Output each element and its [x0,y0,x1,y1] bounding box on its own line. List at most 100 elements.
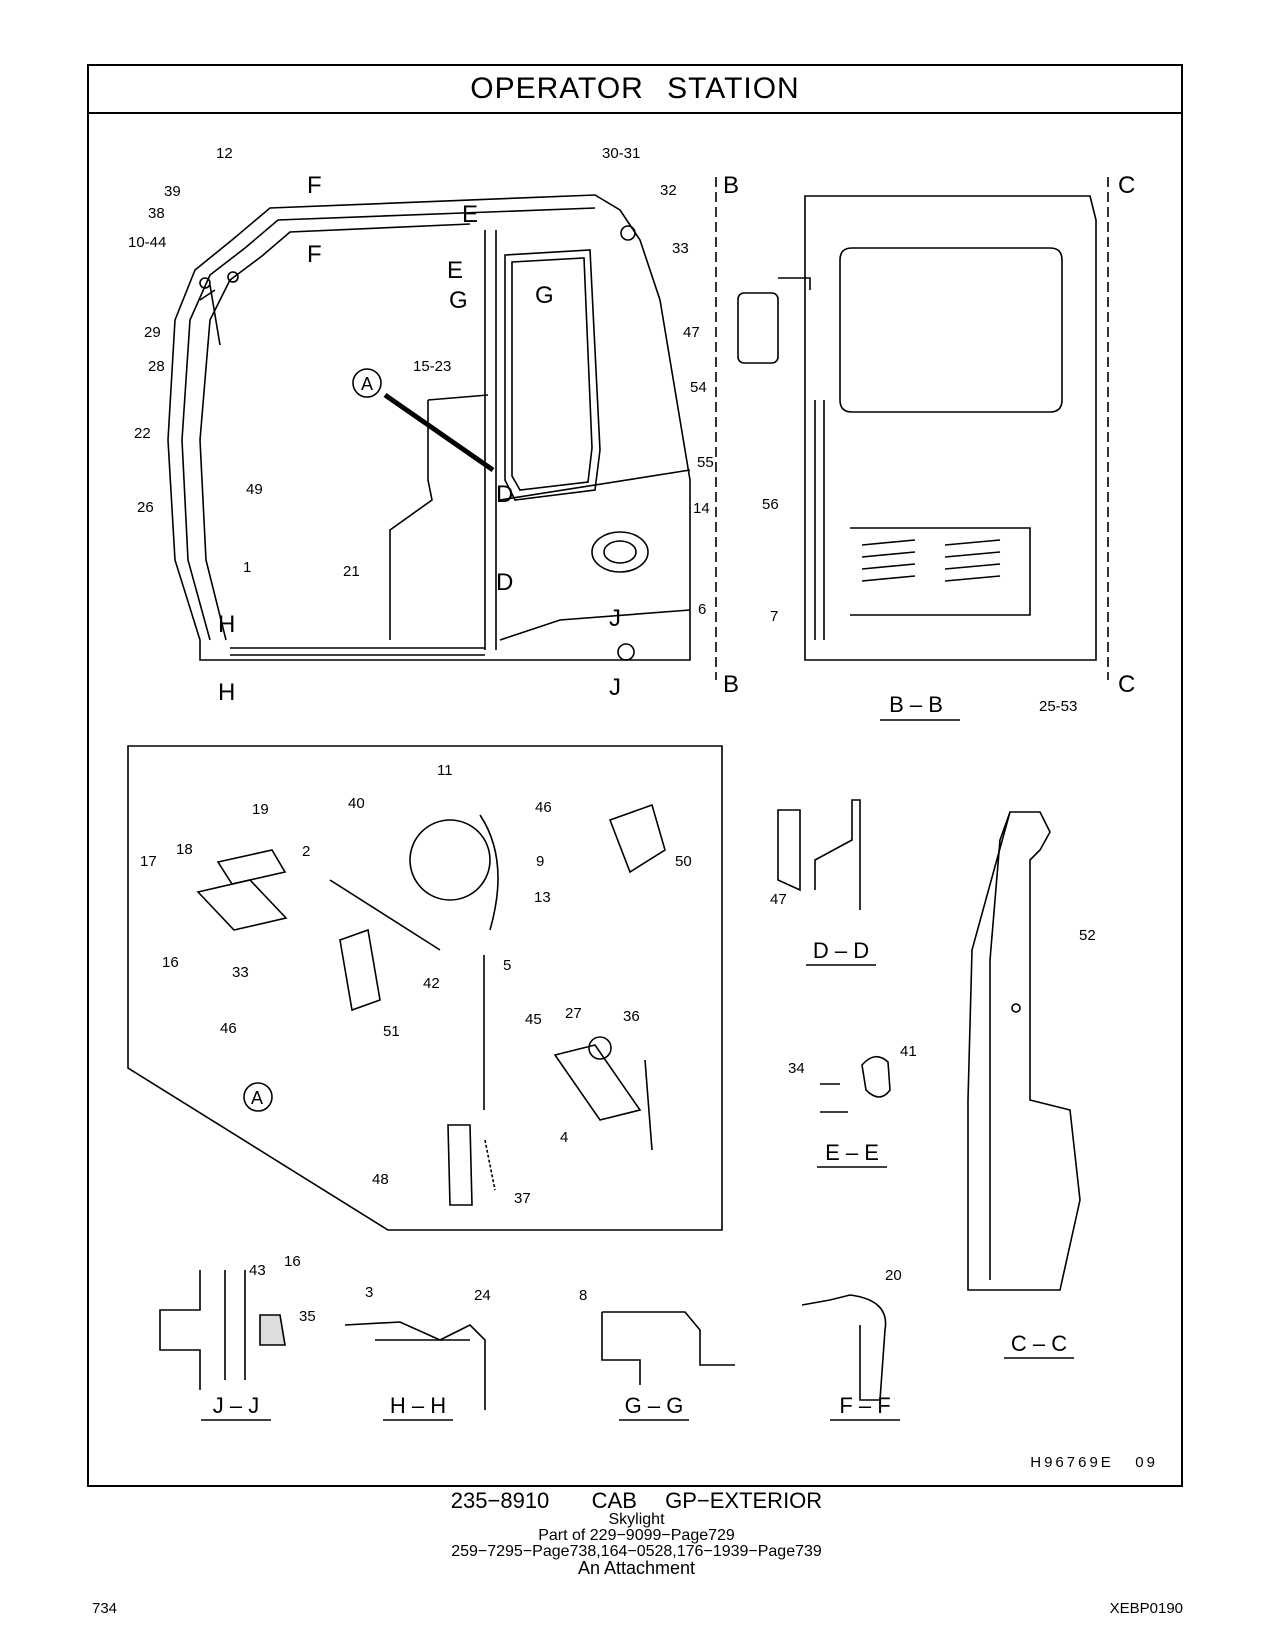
svg-text:30-31: 30-31 [602,145,640,162]
svg-text:B: B [723,172,739,199]
svg-text:4: 4 [560,1129,568,1146]
svg-text:13: 13 [534,889,551,906]
detail-a-view [127,745,723,1231]
section-bb-view [715,177,1109,680]
svg-text:42: 42 [423,975,440,992]
svg-text:10-44: 10-44 [128,234,166,251]
caption-line-3: 259−7295−Page738,164−0528,176−1939−Page7… [451,1543,822,1560]
page-number: 734 [92,1600,118,1617]
svg-text:G: G [449,287,468,314]
svg-text:34: 34 [788,1060,805,1077]
svg-text:F: F [307,241,322,268]
svg-text:17: 17 [140,853,157,870]
svg-text:45: 45 [525,1011,542,1028]
svg-text:8: 8 [579,1287,587,1304]
section-bb-callouts: 56 7 25-53 [762,496,1077,715]
bottom-section-labels: J – J H – H G – G F – F [213,1393,891,1418]
svg-text:E: E [447,257,463,284]
section-label-jj: J – J [213,1393,259,1418]
svg-text:27: 27 [565,1005,582,1022]
svg-text:48: 48 [372,1171,389,1188]
svg-text:11: 11 [437,762,453,779]
svg-text:5: 5 [503,957,511,974]
svg-text:9: 9 [536,853,544,870]
section-cc-callout: 52 [1079,927,1096,944]
svg-text:49: 49 [246,481,263,498]
caption-line-4: An Attachment [577,1558,696,1578]
svg-text:15-23: 15-23 [413,358,451,375]
caption-line-1: Skylight [608,1511,665,1528]
svg-text:28: 28 [148,358,165,375]
section-label-bb: B – B [889,692,943,717]
section-label-cc: C – C [1011,1331,1067,1356]
drawing-frame: OPERATOR STATION [87,64,1183,1487]
svg-text:1: 1 [243,559,251,576]
svg-text:43: 43 [249,1262,266,1279]
svg-text:18: 18 [176,841,193,858]
svg-text:29: 29 [144,324,161,341]
svg-text:3: 3 [365,1284,373,1301]
svg-text:25-53: 25-53 [1039,698,1077,715]
section-label-hh: H – H [390,1393,446,1418]
svg-text:33: 33 [232,964,249,981]
bottom-section-callouts: 43 16 35 3 24 8 20 [249,1253,902,1325]
section-label-ee: E – E [825,1140,879,1165]
svg-text:D: D [496,481,513,508]
svg-text:19: 19 [252,801,269,818]
svg-text:54: 54 [690,379,707,396]
svg-text:21: 21 [343,563,360,580]
illustration-id: H96769E 09 [1030,1454,1158,1471]
svg-text:A: A [251,1088,263,1108]
main-cab-view [167,194,691,661]
section-markers-main: F F E E G G D D H H J J B B C C [218,172,1135,706]
svg-text:37: 37 [514,1190,531,1207]
svg-text:26: 26 [137,499,154,516]
svg-text:H: H [218,611,235,638]
section-ee-callouts: 34 41 [788,1043,917,1077]
svg-text:41: 41 [900,1043,917,1060]
svg-text:E: E [462,201,478,228]
svg-text:7: 7 [770,608,778,625]
svg-text:C: C [1118,671,1135,698]
svg-text:55: 55 [697,454,714,471]
svg-text:38: 38 [148,205,165,222]
svg-text:32: 32 [660,182,677,199]
svg-text:24: 24 [474,1287,491,1304]
svg-text:22: 22 [134,425,151,442]
svg-text:16: 16 [162,954,179,971]
svg-text:35: 35 [299,1308,316,1325]
bottom-sections [159,1270,887,1410]
section-label-ff: F – F [839,1393,890,1418]
svg-text:D: D [496,569,513,596]
svg-text:20: 20 [885,1267,902,1284]
main-view-callouts: 12 30-31 39 38 10-44 32 33 29 28 15-23 2… [128,145,714,618]
caption-line-2: Part of 229−9099−Page729 [538,1527,735,1544]
caption-main: 235−8910 CAB GP−EXTERIOR [450,1488,823,1513]
svg-text:2: 2 [302,843,310,860]
section-label-gg: G – G [625,1393,684,1418]
section-cc-view [967,811,1081,1291]
svg-text:46: 46 [535,799,552,816]
svg-text:47: 47 [683,324,700,341]
svg-text:14: 14 [693,500,710,517]
section-dd-callout: 47 [770,891,787,908]
svg-text:33: 33 [672,240,689,257]
svg-text:16: 16 [284,1253,301,1270]
svg-text:50: 50 [675,853,692,870]
svg-text:12: 12 [216,145,233,162]
svg-text:H: H [218,679,235,706]
svg-text:51: 51 [383,1023,400,1040]
svg-text:G: G [535,282,554,309]
section-dd-view [777,799,861,910]
svg-text:C: C [1118,172,1135,199]
svg-text:6: 6 [698,601,706,618]
svg-text:J: J [609,674,621,701]
svg-text:40: 40 [348,795,365,812]
svg-text:56: 56 [762,496,779,513]
section-label-dd: D – D [813,938,869,963]
document-code: XEBP0190 [1109,1600,1183,1617]
svg-text:B: B [723,671,739,698]
svg-text:39: 39 [164,183,181,200]
svg-text:F: F [307,172,322,199]
